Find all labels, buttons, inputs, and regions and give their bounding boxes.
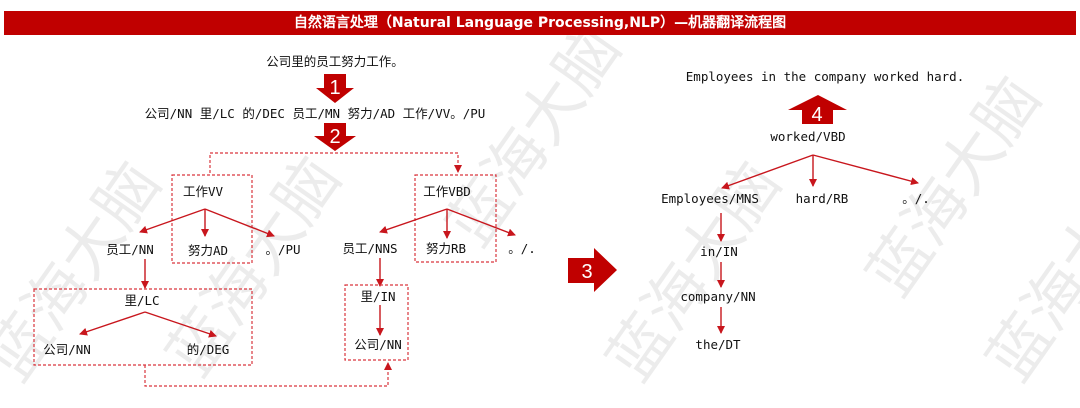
step-2-arrow: 2: [314, 123, 356, 151]
dashed-connector-top: [209, 152, 462, 173]
tree-arrow: [379, 208, 448, 234]
node-root: worked/VBD: [770, 129, 845, 144]
tree-arrow: [812, 154, 919, 186]
box-sub-lc: [33, 288, 253, 366]
tree-arrow: [204, 208, 275, 238]
svg-text:蓝海大脑: 蓝海大脑: [852, 64, 1054, 309]
step-3-arrow: 3: [568, 248, 617, 292]
node: Employees/MNS: [661, 191, 759, 206]
node: 里/IN: [360, 289, 395, 304]
box-root-vbd: [414, 174, 497, 263]
box-sub-in: [344, 284, 409, 361]
node: company/NN: [680, 289, 755, 304]
tree-arrow: [139, 208, 206, 234]
target-sentence: Employees in the company worked hard.: [686, 69, 964, 84]
node: 努力AD: [188, 243, 228, 258]
node: hard/RB: [796, 191, 849, 206]
step-4-arrow: 4: [788, 95, 847, 126]
tree-arrow: [721, 154, 814, 190]
tree-arrow: [79, 311, 146, 336]
step-1-arrow: 1: [316, 74, 354, 103]
node: 公司/NN: [354, 337, 402, 352]
tagged-sentence: 公司/NN 里/LC 的/DEC 员工/MN 努力/AD 工作/VV。/PU: [145, 106, 486, 121]
source-sentence: 公司里的员工努力工作。: [266, 54, 404, 69]
node: the/DT: [695, 337, 741, 352]
svg-text:2: 2: [329, 126, 340, 148]
node: in/IN: [700, 244, 738, 259]
node-root: 工作VBD: [423, 184, 471, 199]
svg-text:蓝海大脑: 蓝海大脑: [152, 144, 354, 389]
svg-text:3: 3: [581, 261, 592, 283]
node: 的/DEG: [187, 342, 230, 357]
node: 努力RB: [426, 241, 466, 256]
tree-arrow: [144, 311, 217, 338]
node: 员工/NNS: [342, 241, 397, 256]
dashed-connector-bottom: [144, 362, 392, 387]
svg-text:1: 1: [329, 77, 340, 99]
node: 。/.: [508, 241, 536, 256]
svg-text:蓝海大脑: 蓝海大脑: [432, 14, 634, 259]
node: 。/.: [902, 191, 930, 206]
node: 。/PU: [265, 242, 300, 257]
tree-arrow: [446, 208, 516, 237]
node: 员工/NN: [106, 242, 154, 257]
svg-text:蓝海大脑: 蓝海大脑: [592, 149, 794, 394]
node-root: 工作VV: [183, 184, 224, 199]
node: 公司/NN: [43, 342, 91, 357]
node: 里/LC: [124, 293, 159, 308]
box-root-vv: [171, 174, 253, 264]
svg-text:4: 4: [811, 104, 822, 126]
title-bar: 自然语言处理（Natural Language Processing,NLP）—…: [4, 11, 1076, 35]
